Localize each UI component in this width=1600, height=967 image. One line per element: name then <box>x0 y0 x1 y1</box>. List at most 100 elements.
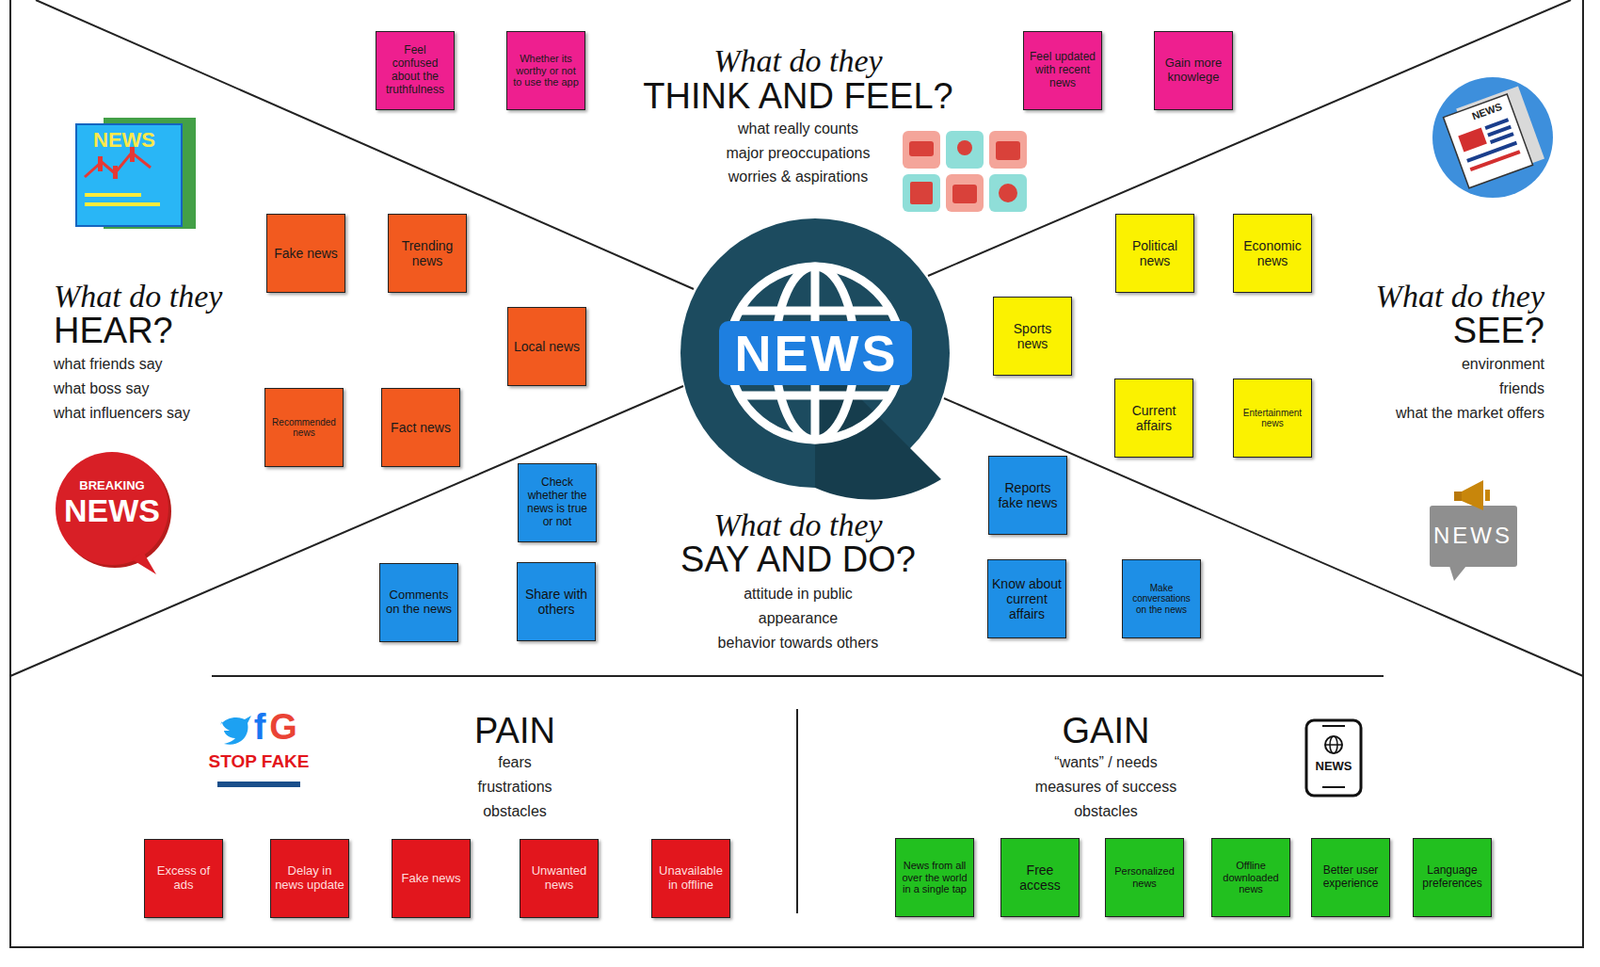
note-text: Political news <box>1120 238 1190 269</box>
section-prompt: measures of success <box>823 777 1389 796</box>
note-text: Reports fake news <box>992 480 1063 511</box>
sticky-note: News from all over the world in a single… <box>895 837 975 917</box>
section-title: HEAR? <box>53 309 174 353</box>
note-text: Whether its worthy or not to use the app <box>511 52 581 89</box>
section-prompt: friends <box>1499 379 1545 398</box>
section-prompt: what friends say <box>53 354 163 373</box>
icon-text: NEWS <box>1347 522 1599 550</box>
section-prompt: appearance <box>515 608 1081 627</box>
note-text: Delay in news update <box>274 864 345 893</box>
sticky-note: Excess of ads <box>144 838 224 918</box>
note-text: Make conversations on the news <box>1126 582 1197 616</box>
note-text: Sports news <box>997 320 1068 352</box>
sticky-note: Trending news <box>387 213 467 293</box>
note-text: Feel updated with recent news <box>1027 50 1098 90</box>
sticky-note: Unavailable in offline <box>651 838 731 918</box>
note-text: Feel confused about the truthfulness <box>380 44 450 96</box>
note-text: Gain more knowlege <box>1158 56 1229 85</box>
section-prompt: environment <box>1461 354 1545 373</box>
section-title: PAIN <box>232 709 798 753</box>
icon-text: G <box>1 705 565 750</box>
sticky-note: Comments on the news <box>379 562 459 642</box>
note-text: Local news <box>513 338 580 354</box>
phone-icon <box>1306 720 1361 796</box>
sticky-note: Feel updated with recent news <box>1023 31 1103 111</box>
sticky-note: Gain more knowlege <box>1153 31 1233 111</box>
section-prompt: attitude in public <box>515 584 1081 603</box>
note-text: Trending news <box>392 238 463 269</box>
sticky-note: Recommended news <box>264 387 344 467</box>
note-text: Personalized news <box>1109 864 1180 889</box>
note-text: Comments on the news <box>384 588 454 617</box>
sticky-note: Check whether the news is true or not <box>517 463 597 543</box>
section-prompt: what influencers say <box>53 403 191 422</box>
news-globe-circle: NEWS <box>680 218 950 488</box>
section-prompt: what boss say <box>53 379 149 398</box>
note-text: Unavailable in offline <box>656 864 726 893</box>
section-heading: What do they <box>1376 277 1545 317</box>
globe-title: NEWS <box>719 320 912 386</box>
note-text: Fake news <box>401 871 462 886</box>
divider-line <box>796 708 799 913</box>
note-text: Language preferences <box>1417 864 1488 891</box>
section-prompt: “wants” / needs <box>823 752 1389 771</box>
note-text: Entertainment news <box>1237 407 1308 430</box>
sticky-note: Whether its worthy or not to use the app <box>506 31 586 111</box>
sticky-note: Fact news <box>381 387 461 467</box>
icon-text: NEWS <box>1069 758 1599 774</box>
icon-text: NEWS <box>1 491 223 530</box>
sticky-note: Entertainment news <box>1232 378 1312 458</box>
sticky-note: Fake news <box>391 838 471 918</box>
note-text: Share with others <box>521 586 592 617</box>
section-heading: What do they <box>53 277 223 317</box>
icon-text: f <box>1 705 518 750</box>
section-prompt: what the market offers <box>1395 403 1545 422</box>
frame <box>10 0 1584 947</box>
icon-text: BREAKING <box>1 478 223 494</box>
sticky-note: Sports news <box>992 296 1072 376</box>
sticky-note: Free access <box>1000 837 1080 917</box>
sticky-note: Offline downloaded news <box>1211 837 1291 917</box>
sticky-note: Feel confused about the truthfulness <box>375 31 455 111</box>
section-title: THINK AND FEEL? <box>515 75 1081 119</box>
note-text: Know about current affairs <box>992 576 1062 622</box>
newspaper-circle-icon <box>1432 77 1553 198</box>
note-text: Unwanted news <box>524 864 594 893</box>
section-title: SAY AND DO? <box>515 538 1081 582</box>
note-text: Fact news <box>390 419 451 435</box>
sticky-note: Share with others <box>516 561 596 641</box>
sticky-note: Personalized news <box>1104 837 1184 917</box>
sticky-note: Delay in news update <box>270 838 350 918</box>
icon-text: NEWS <box>1 128 247 153</box>
section-prompt: behavior towards others <box>515 633 1081 652</box>
section-title: GAIN <box>823 709 1389 753</box>
note-text: Current affairs <box>1119 402 1189 433</box>
news-icon-grid <box>902 130 1027 212</box>
sticky-note: Make conversations on the news <box>1121 559 1201 639</box>
section-prompt: worries & aspirations <box>515 167 1081 186</box>
sticky-note: Reports fake news <box>988 455 1068 535</box>
sticky-note: Political news <box>1115 213 1195 293</box>
note-text: Fake news <box>273 245 338 261</box>
note-text: Better user experience <box>1315 864 1386 891</box>
sticky-note: Economic news <box>1232 213 1312 293</box>
section-title: SEE? <box>1453 309 1545 353</box>
divider-line <box>211 674 1384 677</box>
sticky-note: Fake news <box>266 213 346 293</box>
note-text: News from all over the world in a single… <box>899 859 970 896</box>
section-heading: What do they <box>515 42 1081 81</box>
section-prompt: what really counts <box>515 119 1081 138</box>
note-text: Excess of ads <box>148 864 219 893</box>
section-prompt: major preoccupations <box>515 144 1081 162</box>
sticky-note: Know about current affairs <box>987 559 1067 639</box>
section-prompt: obstacles <box>823 801 1389 820</box>
note-text: Recommended news <box>269 416 339 439</box>
note-text: Check whether the news is true or not <box>522 476 592 528</box>
section-prompt: frustrations <box>232 777 798 796</box>
sticky-note: Language preferences <box>1412 837 1492 917</box>
note-text: Economic news <box>1237 238 1308 269</box>
sticky-note: Better user experience <box>1311 837 1391 917</box>
section-prompt: obstacles <box>232 801 798 820</box>
section-prompt: fears <box>232 752 798 771</box>
